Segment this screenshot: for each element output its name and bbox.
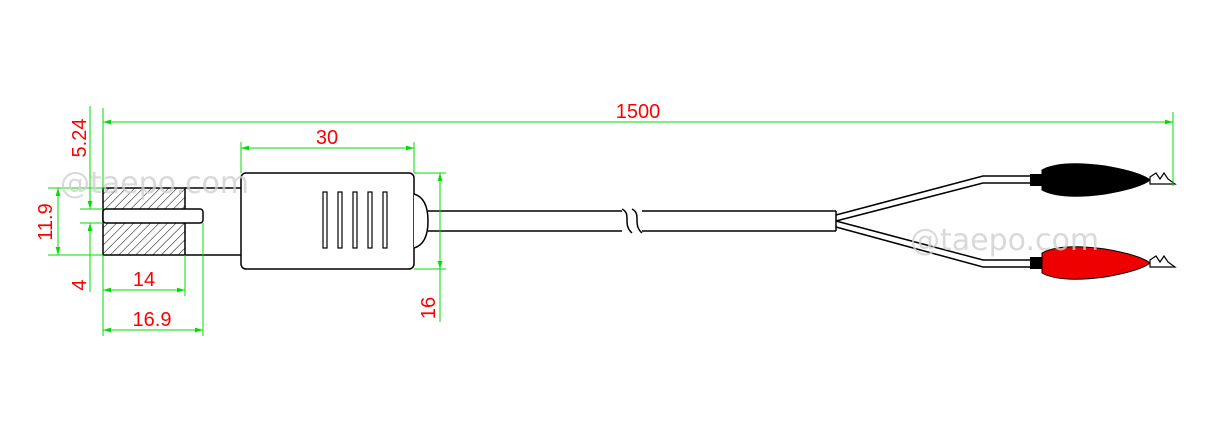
dim-total-length: 1500 xyxy=(616,101,661,123)
dim-body-length: 30 xyxy=(316,127,338,149)
dimension-labels: 1500 30 16 14 16.9 11.9 5.24 4 xyxy=(35,101,660,331)
alligator-clip-black-icon xyxy=(1030,163,1177,197)
dim-pin-offset: 5.24 xyxy=(69,119,91,158)
dim-plug-total: 16.9 xyxy=(133,309,172,331)
strain-relief xyxy=(413,193,429,249)
watermark-2: @taepo.com xyxy=(910,223,1099,258)
dim-pin-diameter: 4 xyxy=(69,279,91,290)
dim-plug-diameter: 11.9 xyxy=(35,203,57,240)
plug-pin xyxy=(102,208,204,224)
plug-body xyxy=(240,172,429,270)
alligator-clip-red-icon xyxy=(1030,246,1177,280)
dimension-lines xyxy=(48,106,1174,336)
dim-plug-length: 14 xyxy=(133,269,155,291)
watermark-1: @taepo.com xyxy=(60,166,249,201)
rca-plug-icon xyxy=(102,187,241,256)
dim-body-height: 16 xyxy=(418,297,440,319)
grip-slots xyxy=(322,191,388,249)
cable xyxy=(428,175,1034,268)
